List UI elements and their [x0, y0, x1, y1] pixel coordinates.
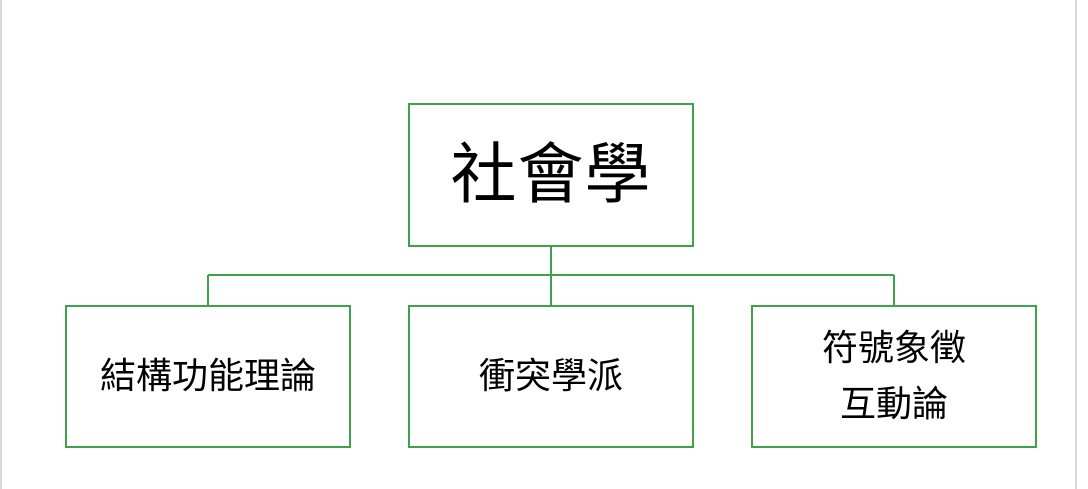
child-node-structural-functionalism: 結構功能理論 [65, 305, 351, 448]
page-left-rule [0, 0, 2, 489]
child-node-symbolic-interactionism: 符號象徵 互動論 [751, 305, 1037, 448]
child-1-label: 結構功能理論 [99, 355, 316, 397]
root-node-label: 社會學 [450, 136, 652, 213]
page-right-rule [1075, 0, 1077, 489]
child-node-conflict-theory: 衝突學派 [408, 305, 694, 448]
child-3-label-line-2: 互動論 [839, 383, 948, 425]
child-3-label-line-1: 符號象徵 [821, 327, 966, 369]
child-2-label: 衝突學派 [478, 355, 623, 397]
root-node-box: 社會學 [408, 103, 694, 247]
